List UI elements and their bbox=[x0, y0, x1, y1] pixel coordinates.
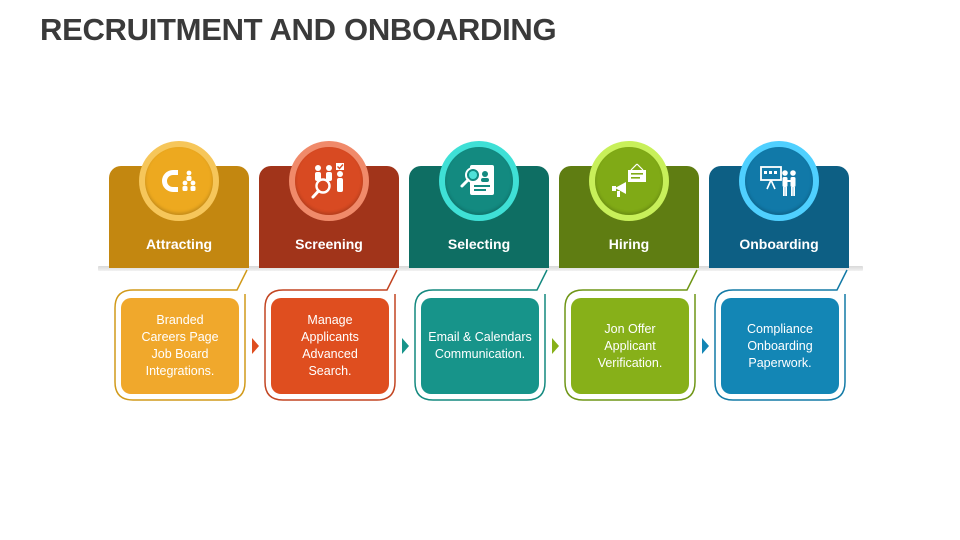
description-line: Advanced bbox=[302, 347, 358, 361]
candidates-magnifier-icon bbox=[311, 163, 344, 199]
stage-card: Compliance Onboarding Paperwork. bbox=[721, 298, 839, 394]
stage-icon-ring bbox=[589, 141, 669, 221]
stage-description: Jon Offer Applicant Verification. bbox=[598, 321, 663, 372]
stage-description: Manage Applicants Advanced Search. bbox=[301, 312, 359, 380]
description-line: Applicants bbox=[301, 330, 359, 344]
stage-card: Email & Calendars Communication. bbox=[421, 298, 539, 394]
magnet-people-icon bbox=[162, 170, 196, 192]
flow-arrow-icon bbox=[402, 338, 409, 354]
stage-icon-ring bbox=[439, 141, 519, 221]
stage-title: Hiring bbox=[608, 236, 650, 252]
stage-title: Onboarding bbox=[739, 236, 819, 252]
stage-onboarding: Onboarding bbox=[709, 0, 849, 268]
flow-arrow-icon bbox=[252, 338, 259, 354]
callout-outline bbox=[564, 269, 698, 401]
stage-icon-badge bbox=[295, 147, 363, 215]
stage-description: Compliance Onboarding Paperwork. bbox=[747, 321, 813, 372]
stage-shelf bbox=[98, 266, 863, 271]
description-line: Applicant bbox=[604, 338, 656, 353]
stage-title: Attracting bbox=[145, 236, 213, 252]
presentation-handshake-icon bbox=[760, 166, 796, 196]
flow-arrow-icon bbox=[552, 338, 559, 354]
stage-icon-badge bbox=[745, 147, 813, 215]
stage-hiring: Hiring bbox=[559, 0, 699, 268]
description-line: Integrations. bbox=[145, 364, 215, 378]
description-line: Manage bbox=[307, 313, 353, 327]
description-line: Branded bbox=[156, 313, 204, 327]
callout-outline bbox=[114, 269, 248, 401]
description-line: Onboarding bbox=[747, 338, 813, 353]
description-line: Jon Offer bbox=[604, 321, 656, 336]
megaphone-sign-icon bbox=[612, 163, 646, 197]
stage-selecting: Selecting bbox=[409, 0, 549, 268]
callout-outline bbox=[264, 269, 398, 401]
stage-title: Screening bbox=[295, 236, 363, 252]
stage-icon-ring bbox=[139, 141, 219, 221]
stage-icon-badge bbox=[445, 147, 513, 215]
page-title: RECRUITMENT AND ONBOARDING bbox=[40, 12, 557, 47]
callout-outline bbox=[714, 269, 848, 401]
stage-description: Branded Careers Page Job Board Integrati… bbox=[141, 312, 218, 380]
stage-card-onboarding: Compliance Onboarding Paperwork. bbox=[709, 0, 849, 410]
description-line: Email & Calendars bbox=[428, 330, 532, 344]
profile-search-icon bbox=[460, 165, 494, 195]
stage-icon-badge bbox=[145, 147, 213, 215]
stage-icon-ring bbox=[739, 141, 819, 221]
stage-screening: Screening bbox=[259, 0, 399, 268]
stage-card-hiring: Jon Offer Applicant Verification. bbox=[559, 0, 699, 410]
stage-icon-ring bbox=[289, 141, 369, 221]
stage-attracting: Attracting bbox=[109, 0, 249, 268]
stage-title: Selecting bbox=[447, 236, 511, 252]
flow-arrow-icon bbox=[702, 338, 709, 354]
stage-card-screening: Manage Applicants Advanced Search. bbox=[259, 0, 399, 410]
description-line: Careers Page bbox=[141, 330, 219, 344]
description-line: Job Board bbox=[151, 347, 209, 361]
description-line: Communication. bbox=[434, 347, 526, 361]
description-line: Paperwork. bbox=[748, 355, 812, 370]
stage-icon-badge bbox=[595, 147, 663, 215]
stage-description: Email & Calendars Communication. bbox=[428, 329, 532, 363]
callout-outline bbox=[414, 269, 548, 401]
description-line: Search. bbox=[308, 364, 352, 378]
stage-card: Branded Careers Page Job Board Integrati… bbox=[121, 298, 239, 394]
stage-card: Manage Applicants Advanced Search. bbox=[271, 298, 389, 394]
stage-card-selecting: Email & Calendars Communication. bbox=[409, 0, 549, 410]
description-line: Verification. bbox=[597, 355, 663, 370]
stage-card-attracting: Branded Careers Page Job Board Integrati… bbox=[109, 0, 249, 410]
stage-card: Jon Offer Applicant Verification. bbox=[571, 298, 689, 394]
description-line: Compliance bbox=[746, 321, 813, 336]
